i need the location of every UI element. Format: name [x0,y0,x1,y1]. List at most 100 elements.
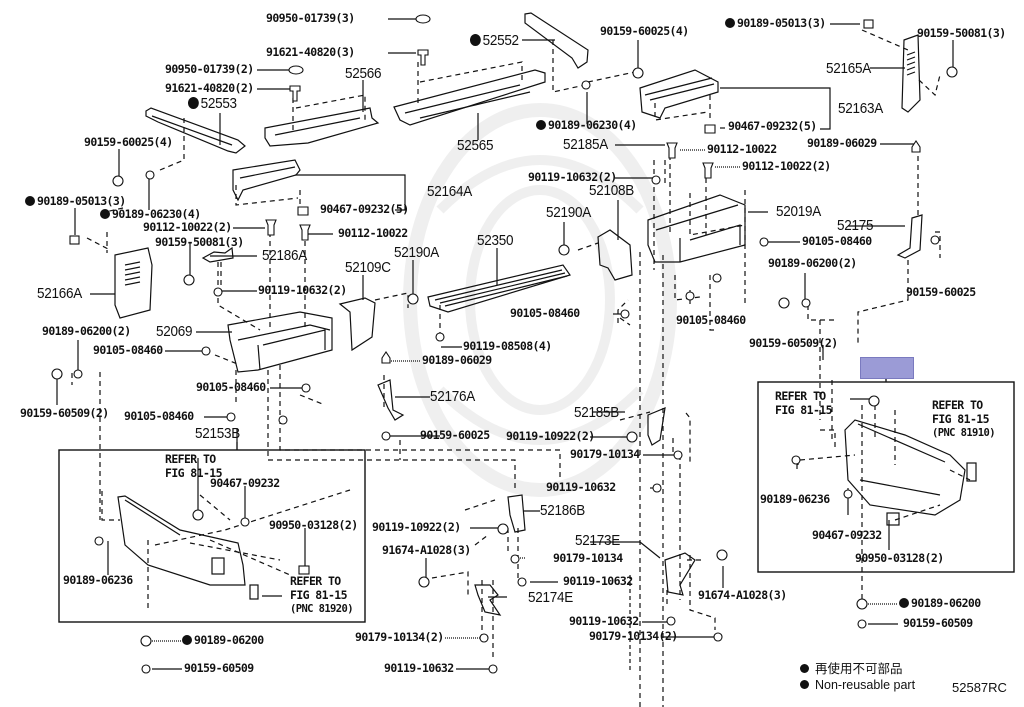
part-52185B [647,407,666,446]
part-label[interactable]: 90179-10134(2) [589,629,678,643]
part-label[interactable]: 90159-60025(4) [84,135,173,149]
clip-icon [791,455,801,465]
part-label[interactable]: 90950-01739(3) [266,11,355,25]
part-52186A [201,246,234,263]
part-label-non-reusable[interactable]: 52552 [470,33,519,48]
bolt-icon [685,291,695,301]
part-label[interactable]: 90159-60509(2) [749,336,838,350]
part-label[interactable]: 90119-10922(2) [506,429,595,443]
grommet-icon [289,85,301,102]
part-52069 [227,311,333,373]
part-label[interactable]: 90179-10134 [553,551,623,565]
part-label[interactable]: 90105-08460 [93,343,163,357]
part-label-non-reusable[interactable]: 52553 [188,96,237,111]
part-label[interactable]: 90159-50081(3) [155,235,244,249]
part-label[interactable]: 52164A [427,183,472,200]
part-label[interactable]: 52166A [37,285,82,302]
part-label[interactable]: 90159-60509 [184,661,254,675]
part-label[interactable]: 91674-A1028(3) [698,588,787,602]
bolt-icon [201,346,211,356]
part-label-non-reusable[interactable]: 90189-06200 [899,597,981,610]
part-label-non-reusable[interactable]: 90189-05013(3) [25,195,126,208]
part-label[interactable]: 52350 [477,232,514,249]
part-label[interactable]: 90159-60025 [906,285,976,299]
part-label[interactable]: 90467-09232(5) [320,202,409,216]
part-label[interactable]: 52190A [394,244,439,261]
part-label[interactable]: 90189-06200(2) [42,324,131,338]
part-label[interactable]: 52176A [430,388,475,405]
part-label[interactable]: 90112-10022(2) [742,159,831,173]
part-label[interactable]: 90189-06236 [760,492,830,506]
part-label[interactable]: 90179-10134(2) [355,630,444,644]
part-label[interactable]: 52565 [457,137,494,154]
part-label[interactable]: 90119-10922(2) [372,520,461,534]
part-label[interactable]: 90159-60509 [903,616,973,630]
part-label[interactable]: 52153B [195,425,240,442]
refer-line2: FIG 81-15 [775,403,833,417]
part-label[interactable]: 52190A [546,204,591,221]
part-label[interactable]: 90112-10022 [338,226,408,240]
part-52165A [901,34,921,113]
part-label[interactable]: 52566 [345,65,382,82]
part-label[interactable]: 90950-01739(2) [165,62,254,76]
part-label[interactable]: 52186B [540,502,585,519]
part-label[interactable]: 90179-10134 [570,447,640,461]
part-label-non-reusable[interactable]: 90189-05013(3) [725,17,826,30]
part-label[interactable]: 90119-10632 [563,574,633,588]
part-label[interactable]: 90189-06236 [63,573,133,587]
bolt-icon [435,332,445,342]
part-label[interactable]: 52163A [838,100,883,117]
part-label[interactable]: 90467-09232 [812,528,882,542]
bolt-icon [857,619,867,629]
part-label[interactable]: 90105-08460 [196,380,266,394]
part-label[interactable]: 90119-08508(4) [463,339,552,353]
part-label[interactable]: 90159-60509(2) [20,406,109,420]
part-label[interactable]: 90105-08460 [124,409,194,423]
part-label[interactable]: 90950-03128(2) [269,518,358,532]
part-label-non-reusable[interactable]: 90189-06230(4) [100,208,201,221]
part-label[interactable]: 90467-09232 [210,476,280,490]
part-label[interactable]: 90159-50081(3) [917,26,1006,40]
part-label[interactable]: 90189-06029 [807,136,877,150]
part-label[interactable]: 52185B [574,404,619,421]
bolt-icon [418,576,430,588]
part-label[interactable]: 90119-10632(2) [528,170,617,184]
part-label[interactable]: 90112-10022 [707,142,777,156]
part-label-non-reusable[interactable]: 90189-06230(4) [536,119,637,132]
part-label[interactable]: 90119-10632 [384,661,454,675]
bolt-icon [930,235,940,245]
assembly-line [689,193,746,236]
part-label[interactable]: 90105-08460 [510,306,580,320]
part-label[interactable]: 52173E [575,532,620,549]
part-label[interactable]: 90112-10022(2) [143,220,232,234]
part-label[interactable]: 52019A [776,203,821,220]
part-label[interactable]: 52109C [345,259,391,276]
nut-icon [581,80,591,90]
part-label[interactable]: 52175 [837,217,874,234]
part-label[interactable]: 52174E [528,589,573,606]
clip-icon [415,14,431,24]
part-label[interactable]: 90950-03128(2) [855,551,944,565]
part-label[interactable]: 90189-06029 [422,353,492,367]
part-label[interactable]: 90159-60025 [420,428,490,442]
part-label[interactable]: 90119-10632 [569,614,639,628]
part-label[interactable]: 91674-A1028(3) [382,543,471,557]
part-label[interactable]: 52185A [563,136,608,153]
assembly-line [820,429,836,450]
part-label[interactable]: 90467-09232(5) [728,119,817,133]
part-label[interactable]: 90105-08460 [676,313,746,327]
part-label[interactable]: 90189-06200(2) [768,256,857,270]
assembly-line [374,292,409,308]
part-label[interactable]: 90105-08460 [802,234,872,248]
part-label[interactable]: 52069 [156,323,193,340]
part-label-non-reusable[interactable]: 90189-06200 [182,634,264,647]
highlight-swatch[interactable] [860,357,914,379]
part-label[interactable]: 52108B [589,182,634,199]
part-label[interactable]: 90159-60025(4) [600,24,689,38]
part-label[interactable]: 52186A [262,247,307,264]
part-label[interactable]: 52165A [826,60,871,77]
part-label[interactable]: 91621-40820(2) [165,81,254,95]
part-label[interactable]: 91621-40820(3) [266,45,355,59]
part-label[interactable]: 90119-10632(2) [258,283,347,297]
part-label[interactable]: 90119-10632 [546,480,616,494]
